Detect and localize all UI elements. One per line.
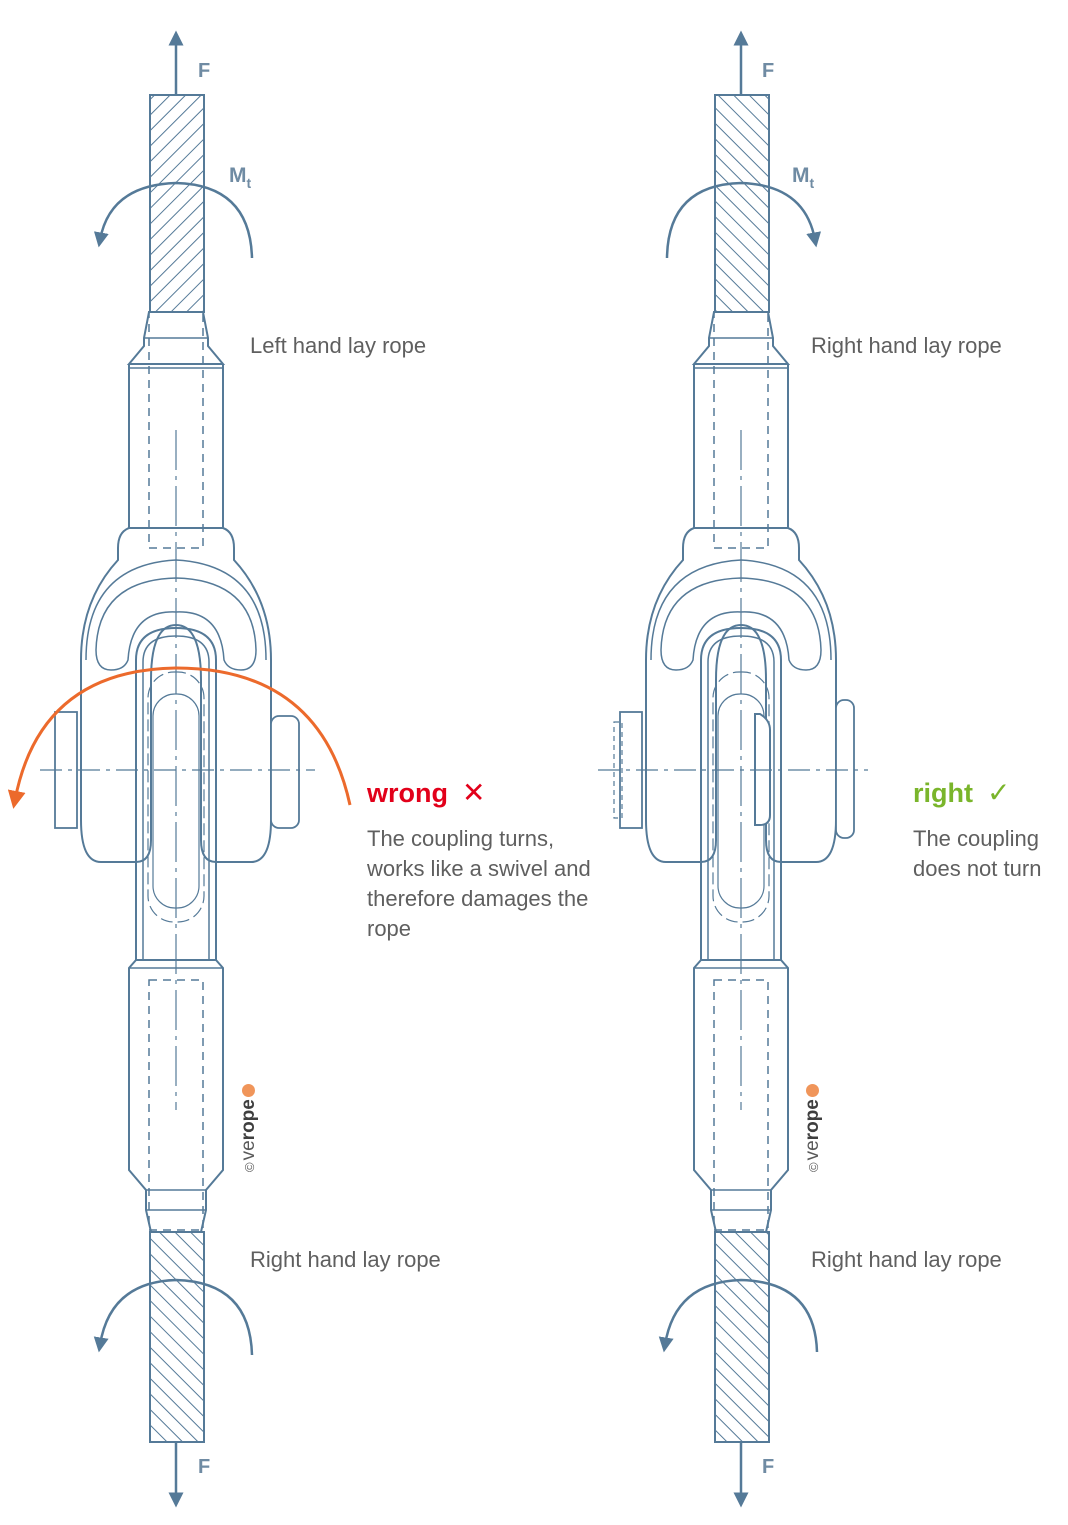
- logo-prefix: ve: [802, 1140, 823, 1161]
- verope-logo-left: ©verope: [238, 1084, 260, 1172]
- right-verdict: right ✓: [913, 776, 1010, 809]
- right-desc-line: The coupling: [913, 826, 1039, 851]
- wrong-desc-line: works like a swivel and: [367, 856, 591, 881]
- moment-symbol: M: [229, 164, 247, 187]
- left-coupling-drawing: [7, 30, 352, 1508]
- left-top-rope-label: Left hand lay rope: [250, 333, 427, 358]
- left-bottom-force-label: F: [198, 1456, 211, 1478]
- moment-symbol: M: [792, 164, 810, 187]
- left-top-force-label: F: [198, 60, 211, 82]
- right-title: right: [913, 778, 973, 808]
- right-desc-line: does not turn: [913, 856, 1042, 881]
- wrong-verdict: wrong ✕: [367, 776, 485, 809]
- wrong-title: wrong: [367, 778, 448, 808]
- rope-section-icon: [242, 1084, 256, 1098]
- logo-prefix: ve: [238, 1140, 259, 1161]
- wrong-description: The coupling turns, works like a swivel …: [367, 824, 591, 944]
- right-top-force-label: F: [762, 60, 775, 82]
- left-bottom-rope-label: Right hand lay rope: [250, 1247, 441, 1272]
- copyright-icon: ©: [806, 1162, 821, 1172]
- copyright-icon: ©: [242, 1162, 257, 1172]
- left-top-moment-label: Mt: [229, 164, 251, 191]
- right-coupling-drawing: [598, 30, 868, 1508]
- checkmark-icon: ✓: [987, 777, 1011, 808]
- cross-icon: ✕: [462, 777, 486, 808]
- wrong-desc-line: rope: [367, 916, 412, 941]
- right-description: The coupling does not turn: [913, 824, 1041, 884]
- wrong-desc-line: The coupling turns,: [367, 826, 555, 851]
- verope-logo-right: ©verope: [802, 1084, 824, 1172]
- moment-subscript: t: [809, 175, 815, 191]
- logo-brand: rope: [802, 1099, 823, 1141]
- rope-section-icon: [806, 1084, 820, 1098]
- wrong-desc-line: therefore damages the: [367, 886, 589, 911]
- right-top-moment-label: Mt: [792, 164, 814, 191]
- right-bottom-rope-label: Right hand lay rope: [811, 1247, 1002, 1272]
- right-top-rope-label: Right hand lay rope: [811, 333, 1002, 358]
- moment-subscript: t: [246, 175, 252, 191]
- right-bottom-force-label: F: [762, 1456, 775, 1478]
- logo-brand: rope: [238, 1099, 259, 1141]
